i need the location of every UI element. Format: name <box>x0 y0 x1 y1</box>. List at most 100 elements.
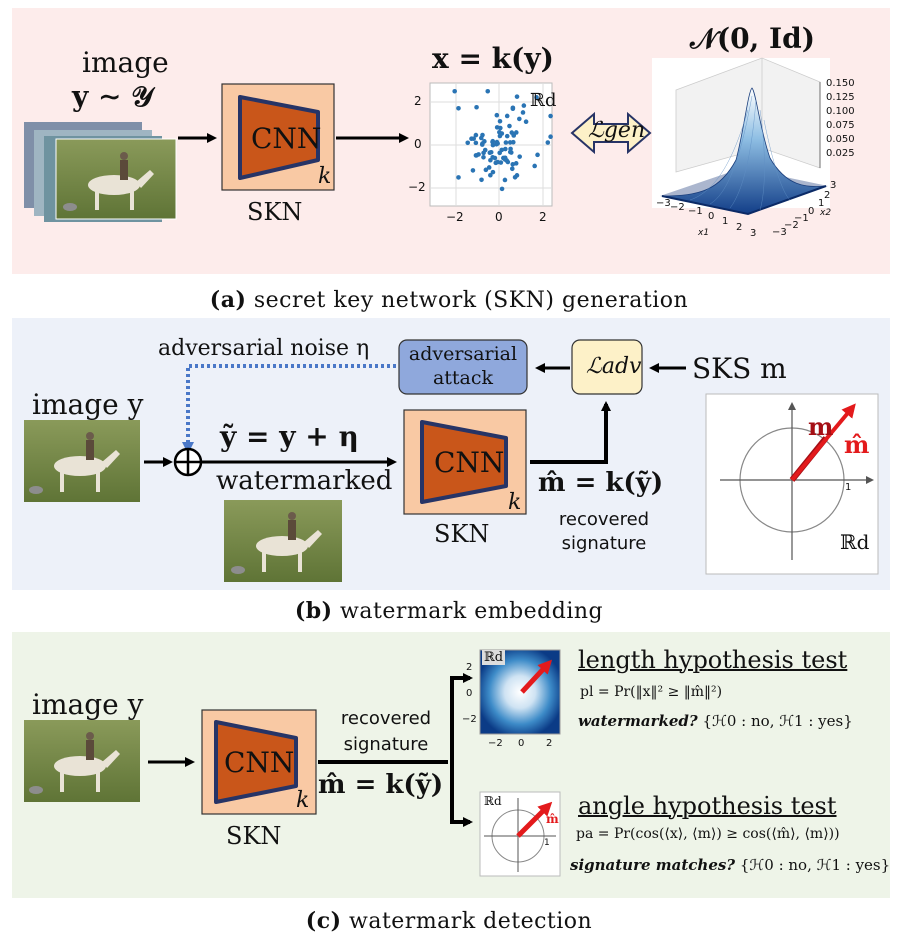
adversarial-attack-box <box>398 339 528 395</box>
scatter-point <box>473 132 479 138</box>
scatter-points <box>452 88 553 192</box>
angle-mhat-label: m̂ <box>546 812 559 826</box>
scatter-space-label: ℝd <box>530 90 557 111</box>
scatter-point <box>465 140 471 146</box>
gauss-ztick-5: 0.025 <box>826 148 855 159</box>
image-y-b <box>24 420 140 502</box>
loss-gen-double-arrow <box>570 111 652 155</box>
scatter-point <box>492 155 498 161</box>
image-label-a: image <box>82 46 169 79</box>
loss-adv-label: ℒadv <box>586 354 642 379</box>
scatter-point <box>469 136 474 142</box>
angle-test-question-row: signature matches? {ℋ0 : no, ℋ1 : yes} <box>570 856 890 874</box>
scatter-point <box>504 113 510 119</box>
angle-space-label: ℝd <box>484 794 502 808</box>
gauss-xtick-1: −2 <box>670 202 685 213</box>
scatter-point <box>488 172 493 178</box>
arrow-skn-to-loss <box>530 401 611 464</box>
scatter-point <box>532 163 537 169</box>
vector-mhat-arrow <box>790 403 856 482</box>
scatter-xtick-1: 0 <box>495 210 503 224</box>
scatter-point <box>478 135 484 141</box>
length-test-question-row: watermarked? {ℋ0 : no, ℋ1 : yes} <box>578 712 853 730</box>
heat-ytick-1: 0 <box>466 688 473 699</box>
recovered-label-b: recovered signature <box>558 509 650 554</box>
image-y-c <box>24 720 140 802</box>
scatter-point <box>456 105 461 111</box>
scatter-point <box>479 177 484 183</box>
gauss-xtick-3: 0 <box>708 211 715 222</box>
scatter-ytick-0: 2 <box>414 94 422 108</box>
gauss-xtick-2: −1 <box>688 206 703 217</box>
scatter-point <box>481 150 486 156</box>
sks-label: SKS m <box>692 352 787 385</box>
angle-test-formula: pa = Pr(cos(⟨x⟩, ⟨m⟩) ≥ cos(⟨m̂⟩, ⟨m⟩)) <box>576 826 840 842</box>
k-label-c: k <box>296 788 310 813</box>
scatter-point <box>495 159 500 165</box>
scatter-xtick-0: −2 <box>446 210 464 224</box>
scatter-point <box>510 105 516 111</box>
gauss-ztick-1: 0.125 <box>826 92 855 103</box>
scatter-point <box>474 153 479 158</box>
scatter-point <box>483 167 489 173</box>
scatter-point <box>521 103 527 108</box>
scatter-point <box>535 152 540 158</box>
scatter-point <box>503 140 509 145</box>
scatter-point <box>507 149 513 155</box>
caption-c-tag: (c) <box>305 908 342 934</box>
caption-a-tag: (a) <box>209 287 247 313</box>
scatter-point <box>513 161 519 166</box>
scatter-point <box>517 116 522 122</box>
cnn-trapezoid-b <box>420 420 508 504</box>
scatter-point <box>509 166 515 172</box>
watermarked-label: watermarked <box>216 466 393 496</box>
vector-m-label: m <box>808 412 834 441</box>
caption-a-text: secret key network (SKN) generation <box>253 288 689 313</box>
scatter-title: x = k(y) <box>432 42 554 75</box>
recovered-label-c: recovered signature <box>340 708 432 755</box>
scatter-point <box>486 165 492 170</box>
heat-xtick-0: −2 <box>488 738 503 749</box>
cnn-trapezoid-a <box>238 95 320 180</box>
scatter-point <box>517 154 522 159</box>
skn-label-a: SKN <box>247 198 303 226</box>
scatter-point <box>456 175 461 180</box>
scatter-point <box>504 133 510 139</box>
image-stack <box>24 122 177 222</box>
gauss-x-label: x1 <box>698 228 710 238</box>
length-test-hypotheses: {ℋ0 : no, ℋ1 : yes} <box>702 712 853 730</box>
scatter-point <box>499 147 505 153</box>
gauss-ztick-4: 0.050 <box>826 134 855 145</box>
gauss-y-label: x2 <box>820 208 832 218</box>
gauss-xtick-0: −3 <box>656 198 671 209</box>
scatter-point <box>548 134 553 139</box>
heat-xtick-2: 2 <box>546 738 553 749</box>
scatter-xtick-2: 2 <box>539 210 547 224</box>
scatter-point <box>507 123 512 129</box>
k-label-b: k <box>508 490 522 515</box>
caption-a: (a) secret key network (SKN) generation <box>0 287 898 313</box>
heat-ytick-0: 2 <box>466 662 473 673</box>
noise-label: adversarial noise η <box>158 336 370 361</box>
scatter-point <box>545 140 551 145</box>
loss-gen-label: ℒgen <box>588 118 646 143</box>
gauss-ytick-2: 1 <box>818 198 825 209</box>
cnn-trapezoid-c <box>214 720 298 804</box>
gauss-ytick-1: 2 <box>824 190 831 201</box>
angle-test-hypotheses: {ℋ0 : no, ℋ1 : yes} <box>739 856 891 874</box>
cnn-label-a: CNN <box>251 122 322 155</box>
gauss-ytick-5: −2 <box>784 220 799 231</box>
caption-b-tag: (b) <box>294 598 333 624</box>
scatter-point <box>503 146 508 152</box>
scatter-point <box>534 95 539 100</box>
gauss-xtick-5: 2 <box>736 222 743 233</box>
recovered-equation-b: m̂ = k(ỹ) <box>538 468 664 498</box>
skn-label-c: SKN <box>226 822 282 850</box>
gauss-xtick-6: 3 <box>750 228 757 239</box>
unit-tick-b: 1 <box>845 482 852 493</box>
k-label-a: k <box>318 164 332 189</box>
scatter-point <box>485 88 491 94</box>
